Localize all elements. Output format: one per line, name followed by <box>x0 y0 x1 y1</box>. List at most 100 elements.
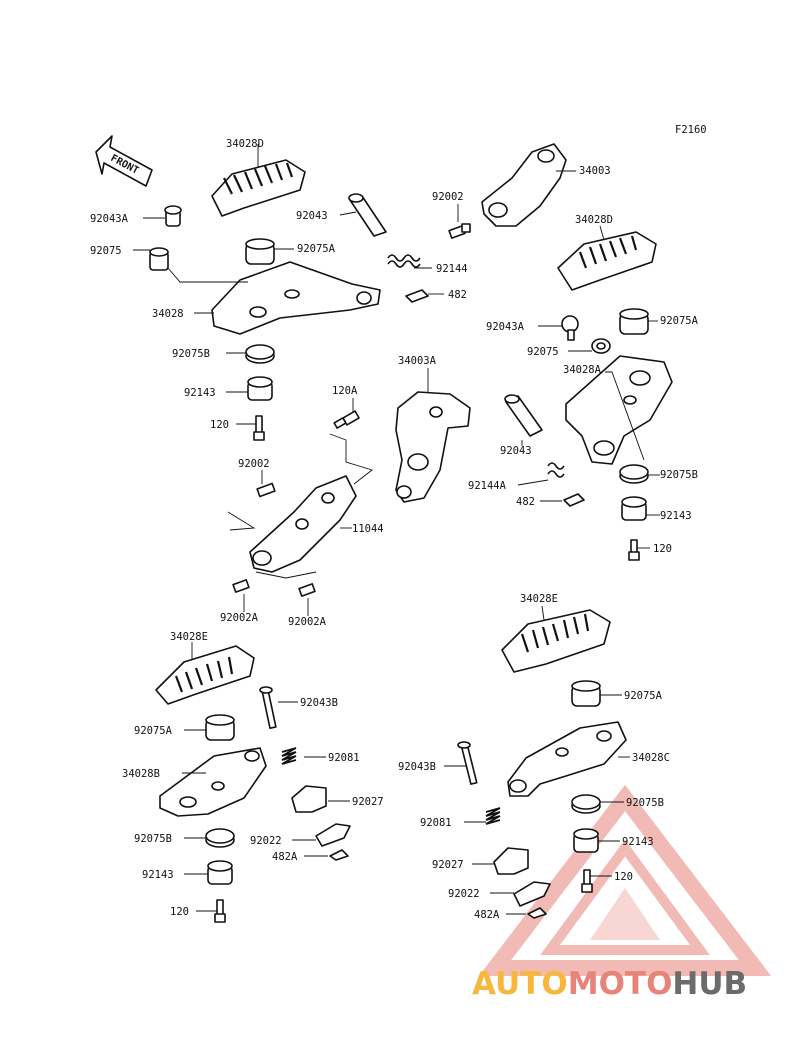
plate-icon <box>315 823 351 847</box>
spring-icon <box>485 807 501 825</box>
label-92081-left: 92081 <box>328 752 360 764</box>
label-92143-top: 92143 <box>184 387 216 399</box>
label-92143-right: 92143 <box>660 510 692 522</box>
bolt-icon <box>581 869 593 893</box>
label-92075A-br: 92075A <box>624 690 663 702</box>
label-92075B-top: 92075B <box>172 348 210 360</box>
nut-icon <box>207 860 233 885</box>
watermark-text: AUTOMOTOHUB <box>472 966 747 1002</box>
label-92002A-right: 92002A <box>288 616 327 628</box>
label-92027-left: 92027 <box>352 796 384 808</box>
washer-icon <box>205 828 235 848</box>
label-120-top: 120 <box>210 419 229 431</box>
label-34003A: 34003A <box>398 355 437 367</box>
washer-icon <box>619 464 649 484</box>
label-92043A-top: 92043A <box>90 213 129 225</box>
label-92075-right: 92075 <box>527 346 559 358</box>
label-92075B-bl: 92075B <box>134 833 172 845</box>
damper-icon <box>245 238 275 265</box>
spring-icon <box>387 254 421 268</box>
watermark-part-moto: MOTO <box>568 966 673 1002</box>
label-34003: 34003 <box>579 165 611 177</box>
bracket-34003A-icon <box>395 391 471 503</box>
bolt-icon <box>333 410 360 429</box>
label-34028: 34028 <box>152 308 184 320</box>
figure-id: F2160 <box>675 124 707 136</box>
bolt-icon <box>253 415 265 441</box>
label-92081-right: 92081 <box>420 817 452 829</box>
footpeg-bracket-icon <box>211 261 381 335</box>
footpeg-bracket-icon <box>507 721 627 797</box>
collar-icon <box>149 247 169 271</box>
pin-icon <box>457 741 478 785</box>
label-34028B: 34028B <box>122 768 160 780</box>
clip-icon <box>405 289 429 303</box>
pin-icon <box>164 205 182 227</box>
damper-icon <box>619 308 649 335</box>
label-92022-left: 92022 <box>250 835 282 847</box>
damper-icon <box>205 714 235 741</box>
spring-icon <box>547 462 565 478</box>
label-482-mid: 482 <box>516 496 535 508</box>
washer-icon <box>571 794 601 814</box>
bolt-icon <box>214 899 226 923</box>
nut-icon <box>247 376 273 401</box>
watermark-logo <box>478 784 772 976</box>
label-92002-top: 92002 <box>432 191 464 203</box>
label-120-right: 120 <box>653 543 672 555</box>
label-120A: 120A <box>332 385 358 397</box>
clip-icon <box>329 849 349 861</box>
label-92043A-right: 92043A <box>486 321 525 333</box>
pin-icon <box>504 394 543 437</box>
footpeg-bracket-icon <box>159 747 267 817</box>
label-92002-mid: 92002 <box>238 458 270 470</box>
label-120-br: 120 <box>614 871 633 883</box>
clip-icon <box>563 493 585 507</box>
watermark-part-hub: HUB <box>672 966 747 1002</box>
pin-icon <box>561 315 579 341</box>
label-34028D-right: 34028D <box>575 214 613 226</box>
label-482A-right: 482A <box>474 909 500 921</box>
label-92002A-left: 92002A <box>220 612 259 624</box>
label-120-bl: 120 <box>170 906 189 918</box>
bolt-icon <box>256 482 276 498</box>
bracket-11044-icon <box>249 475 357 573</box>
label-92027-right: 92027 <box>432 859 464 871</box>
footpeg-rubber-icon <box>557 231 657 291</box>
nut-icon <box>573 828 599 853</box>
label-92075A-right: 92075A <box>660 315 699 327</box>
label-34028E-right: 34028E <box>520 593 558 605</box>
label-92022-right: 92022 <box>448 888 480 900</box>
bolt-icon <box>232 579 316 597</box>
svg-text:AUTOMOTOHUB: AUTOMOTOHUB <box>472 966 747 1002</box>
label-34028A: 34028A <box>563 364 602 376</box>
label-11044: 11044 <box>352 523 384 535</box>
footpeg-rubber-icon <box>155 645 255 705</box>
bracket-34003-icon <box>481 143 567 227</box>
label-482A-left: 482A <box>272 851 298 863</box>
label-92075B-br: 92075B <box>626 797 664 809</box>
label-92043B-right: 92043B <box>398 761 436 773</box>
plate-icon <box>513 881 551 907</box>
spring-icon <box>281 747 297 765</box>
label-34028C: 34028C <box>632 752 670 764</box>
clip-icon <box>527 907 547 919</box>
pin-icon <box>259 686 277 730</box>
footpeg-bracket-icon <box>565 355 673 465</box>
label-92144: 92144 <box>436 263 468 275</box>
label-34028D-top: 34028D <box>226 138 264 150</box>
label-92043B-left: 92043B <box>300 697 338 709</box>
lever-icon <box>291 785 327 813</box>
label-34028E-left: 34028E <box>170 631 208 643</box>
label-92143-br: 92143 <box>622 836 654 848</box>
collar-icon <box>591 338 611 354</box>
label-482-top: 482 <box>448 289 467 301</box>
label-92075A-bl: 92075A <box>134 725 173 737</box>
label-92043-top: 92043 <box>296 210 328 222</box>
lever-icon <box>493 847 529 875</box>
bolt-icon <box>628 539 640 561</box>
label-92143-bl: 92143 <box>142 869 174 881</box>
damper-icon <box>571 680 601 707</box>
bolt-icon <box>448 223 471 239</box>
